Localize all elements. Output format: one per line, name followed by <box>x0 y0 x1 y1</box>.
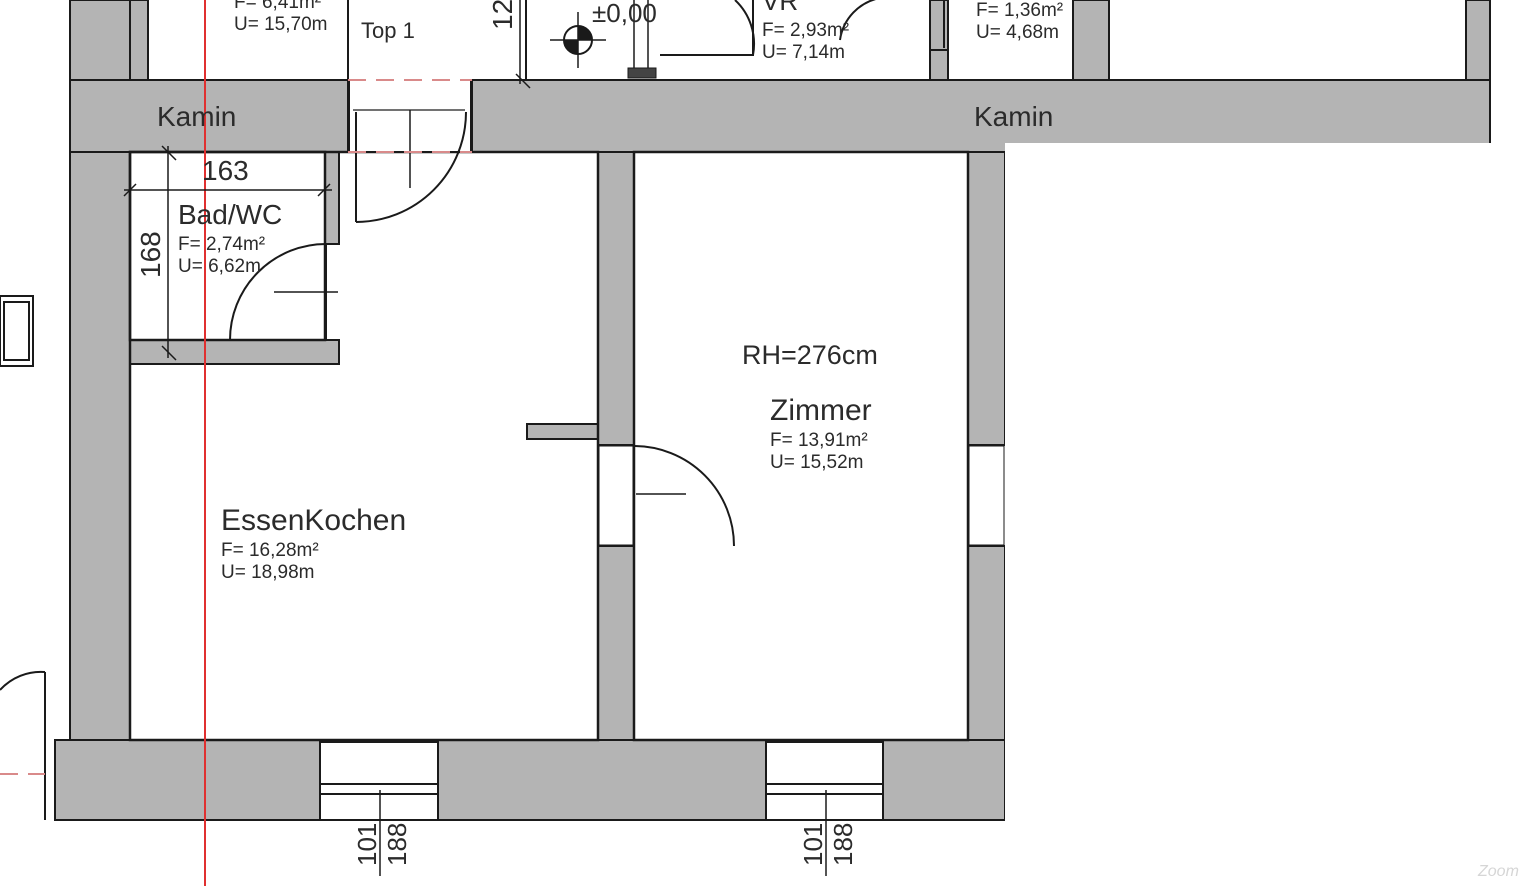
door-swings <box>0 0 948 820</box>
crop-mask <box>1005 143 1536 886</box>
wall-upper-3 <box>1072 0 1110 81</box>
wall-inner-mid-bottom <box>597 545 635 741</box>
wall-right-top <box>967 151 1006 446</box>
bath-area: F= 2,74m² <box>178 234 265 255</box>
bath-depth-dim: 168 <box>135 231 166 278</box>
small-room-perimeter: U= 4,68m <box>976 22 1059 43</box>
upper-rooms <box>147 0 1467 81</box>
zimmer-perimeter: U= 15,52m <box>770 452 863 473</box>
wall-upper-4 <box>1465 0 1491 81</box>
window-right-height-dim: 188 <box>828 823 858 866</box>
chimney-left-label: Kamin <box>157 101 236 132</box>
small-room-area: F= 1,36m² <box>976 0 1063 21</box>
wall-stub <box>526 423 599 440</box>
top-partial-dim: 12 <box>487 0 518 30</box>
vr-name: VR <box>762 0 798 16</box>
wall-upper-2 <box>929 0 949 81</box>
door-swing-bath <box>229 243 327 341</box>
dimension-lines <box>123 0 827 876</box>
chimney-right-label: Kamin <box>974 101 1053 132</box>
wall-bottom-3 <box>882 739 1006 821</box>
top-left-area: F= 6,41m² <box>234 0 321 13</box>
door-swing-left-edge <box>0 670 46 691</box>
kitchen-name: EssenKochen <box>221 504 406 537</box>
wall-bath-right <box>324 151 340 245</box>
windows <box>0 295 884 821</box>
labels: F= 6,41m² U= 15,70m Top 1 ±0,00 VR F= 2,… <box>135 0 1519 880</box>
elevation-label: ±0,00 <box>592 0 657 28</box>
wall-top-left-kamin <box>69 79 349 153</box>
vr-area: F= 2,93m² <box>762 20 849 41</box>
top-left-perimeter: U= 15,70m <box>234 14 327 35</box>
bath-width-dim: 163 <box>202 155 249 186</box>
wall-bottom-2 <box>437 739 767 821</box>
dashed-lines <box>0 79 472 775</box>
wall-right-bottom <box>967 545 1006 741</box>
window-right-sill-dim: 101 <box>798 823 828 866</box>
wall-bottom-1 <box>54 739 321 821</box>
door-swing-entrance <box>355 111 467 223</box>
elevation-marker <box>550 0 657 79</box>
door-swing-zimmer <box>633 445 735 547</box>
bath-name: Bad/WC <box>178 199 282 230</box>
wall-inner-mid-top <box>597 151 635 446</box>
wall-top-right-kamin <box>471 79 1491 153</box>
wall-upper-1 <box>129 0 149 81</box>
window-left-sill-dim: 101 <box>352 823 382 866</box>
vr-perimeter: U= 7,14m <box>762 42 845 63</box>
kitchen-perimeter: U= 18,98m <box>221 562 314 583</box>
window-left-height-dim: 188 <box>382 823 412 866</box>
bath-perimeter: U= 6,62m <box>178 256 261 277</box>
top-unit-label: Top 1 <box>361 18 415 43</box>
zimmer-area: F= 13,91m² <box>770 430 868 451</box>
zimmer-name: Zimmer <box>770 394 872 427</box>
wall-bath-bottom <box>129 339 340 365</box>
kitchen-area: F= 16,28m² <box>221 540 319 561</box>
ceiling-height: RH=276cm <box>742 340 878 370</box>
walls <box>54 0 1491 821</box>
watermark: Zoom <box>1477 863 1519 880</box>
